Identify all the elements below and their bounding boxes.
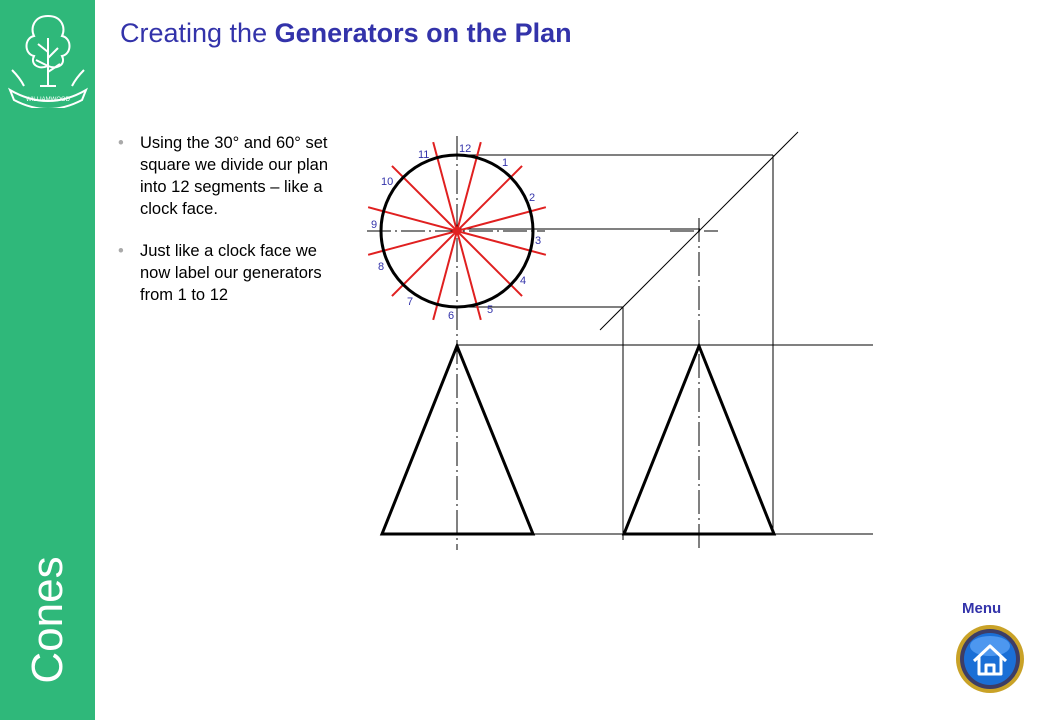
- menu-label[interactable]: Menu: [962, 600, 1002, 617]
- plan-circle: [379, 153, 535, 309]
- plan-label-3: 3: [535, 235, 541, 247]
- generator-lines: [367, 141, 547, 321]
- bullet-item-1: • Using the 30° and 60° set square we div…: [118, 132, 338, 220]
- plan-label-12: 12: [459, 143, 471, 155]
- bullet-list: • Using the 30° and 60° set square we div…: [118, 132, 338, 326]
- projector-lines: [458, 131, 873, 540]
- plan-label-1: 1: [502, 157, 508, 169]
- plan-label-8: 8: [378, 261, 384, 273]
- plan-label-11: 11: [418, 149, 429, 161]
- front-elevation-cone: [379, 341, 536, 536]
- plan-label-2: 2: [529, 192, 535, 204]
- school-crest-logo: WILLIAMWOOD: [7, 14, 89, 108]
- plan-label-5: 5: [487, 304, 493, 316]
- plan-label-7: 7: [407, 296, 413, 308]
- bullet-dot-icon: •: [118, 242, 124, 260]
- logo-text: WILLIAMWOOD: [26, 97, 71, 103]
- centre-lines: [367, 136, 718, 550]
- cone-elevations: [379, 341, 777, 536]
- bullet-item-2: • Just like a clock face we now label our…: [118, 240, 338, 306]
- generator-line: [432, 141, 482, 321]
- sidebar: WILLIAMWOOD Cones: [0, 0, 95, 720]
- plan-label-4: 4: [520, 275, 526, 287]
- title-prefix: Creating the: [120, 18, 275, 48]
- bullet-text-1: Using the 30° and 60° set square we divi…: [140, 134, 329, 218]
- page-title: Creating the Generators on the Plan: [120, 18, 572, 49]
- bullet-dot-icon: •: [118, 134, 124, 152]
- title-bold: Generators on the Plan: [274, 18, 572, 48]
- bullet-text-2: Just like a clock face we now label our …: [140, 242, 322, 304]
- home-button[interactable]: [955, 624, 1025, 694]
- home-icon: [972, 644, 1008, 676]
- plan-labels: 1 2 3 4 5 6 7 8 9 10 11 12: [371, 143, 541, 322]
- plan-label-6: 6: [448, 310, 454, 322]
- plan-label-9: 9: [371, 219, 377, 231]
- end-elevation-cone: [621, 341, 777, 536]
- plan-label-10: 10: [381, 176, 393, 188]
